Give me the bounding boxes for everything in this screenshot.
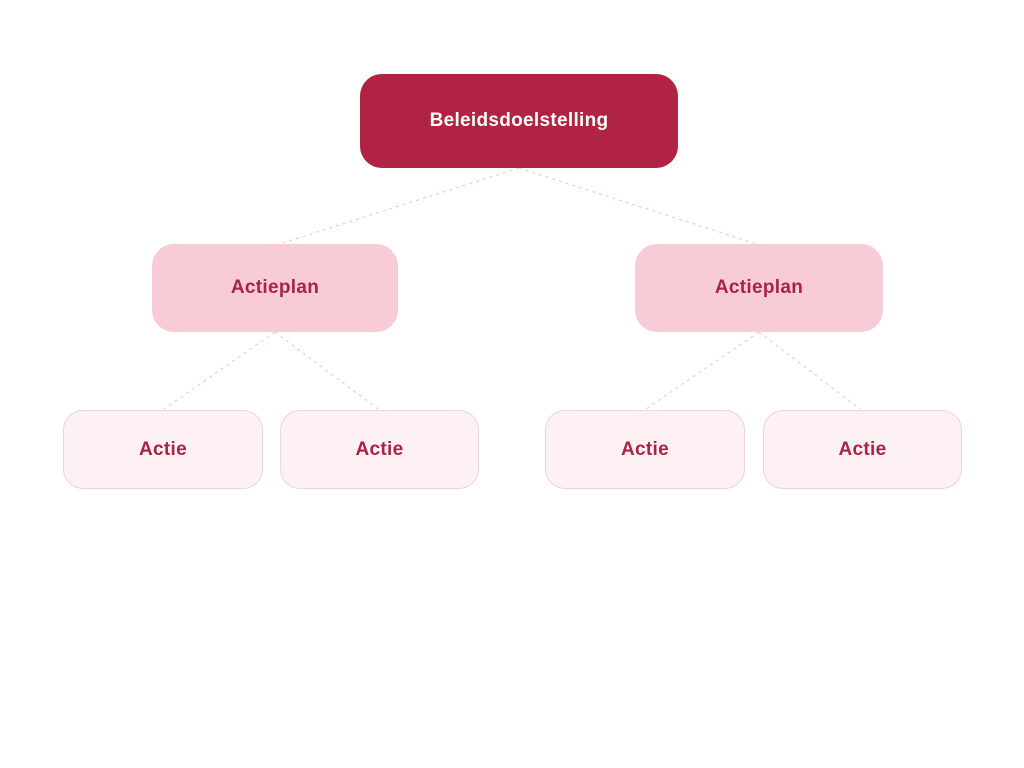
connector-root-to-right-plan [518, 167, 761, 246]
node-actie-4: Actie [763, 410, 962, 489]
node-actieplan-right-label: Actieplan [714, 277, 804, 298]
node-actieplan-right: Actieplan [635, 244, 883, 332]
node-actie-3-label: Actie [621, 438, 669, 460]
node-beleidsdoelstelling-label: Beleidsdoelstelling [429, 110, 609, 131]
connector-rightplan-to-actie4 [758, 331, 861, 410]
node-actie-3: Actie [545, 410, 745, 489]
node-actieplan-left-label: Actieplan [230, 277, 320, 298]
node-actie-2: Actie [280, 410, 479, 489]
connector-root-to-left-plan [275, 167, 520, 246]
node-actie-1-label: Actie [139, 438, 187, 460]
node-actieplan-left: Actieplan [152, 244, 398, 332]
connector-leftplan-to-actie2 [274, 331, 379, 410]
node-actie-2-label: Actie [355, 438, 404, 460]
connector-rightplan-to-actie3 [645, 331, 760, 410]
node-actie-4-label: Actie [838, 438, 887, 460]
connector-leftplan-to-actie1 [163, 331, 276, 410]
node-beleidsdoelstelling: Beleidsdoelstelling [360, 74, 678, 168]
node-actie-1: Actie [63, 410, 263, 489]
